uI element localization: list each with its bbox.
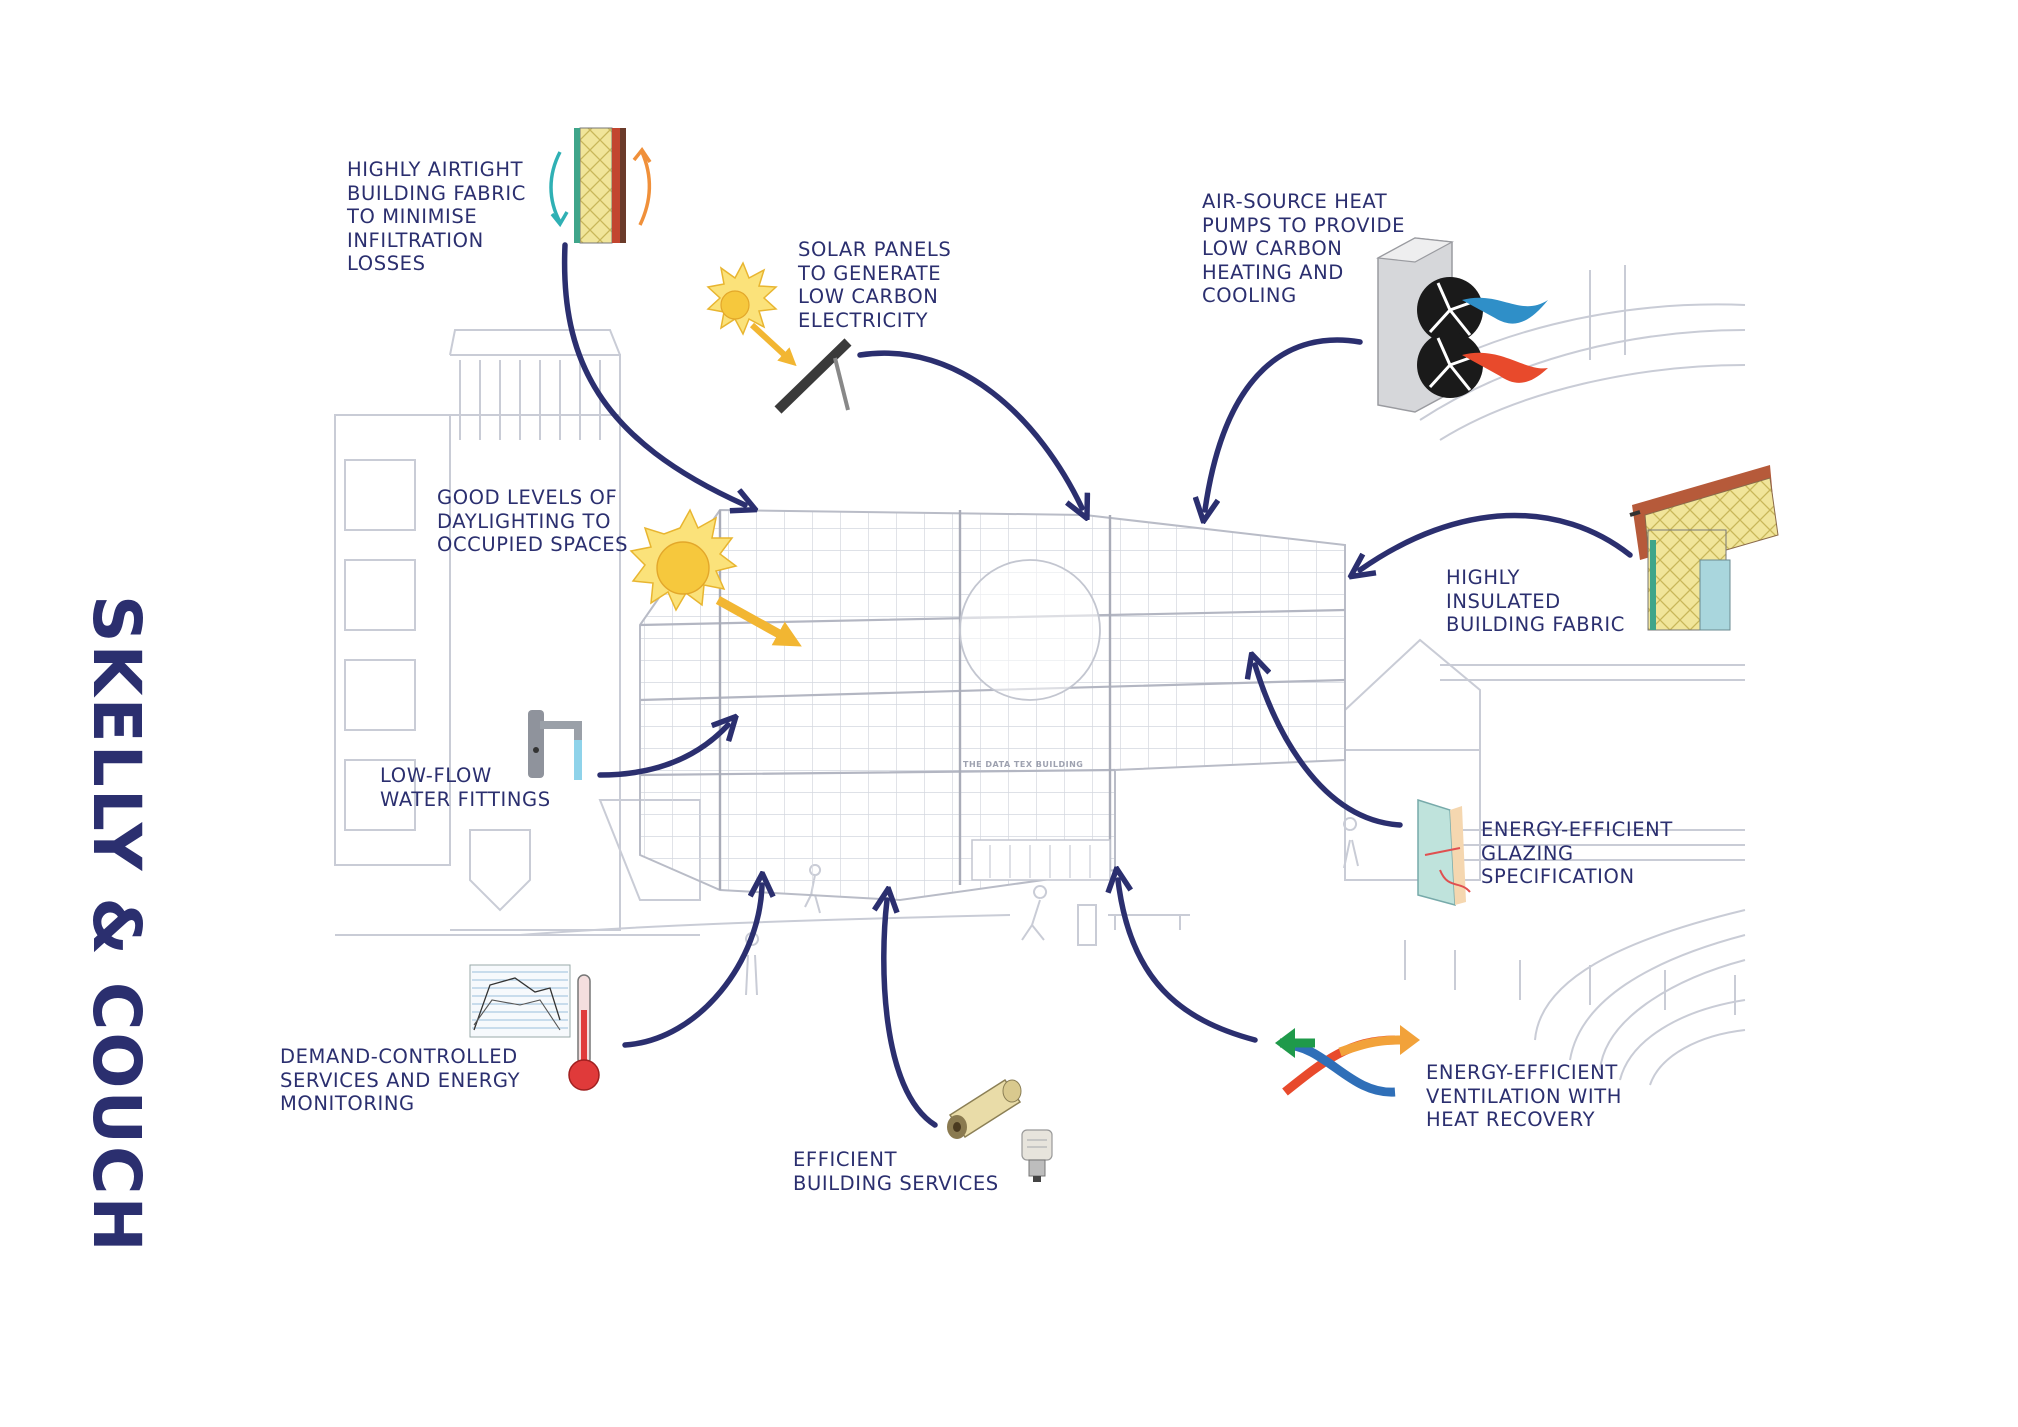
label-line: HEAT RECOVERY bbox=[1426, 1108, 1596, 1131]
label-line: HIGHLY AIRTIGHT bbox=[347, 158, 524, 181]
airtight-wall-icon bbox=[549, 127, 652, 244]
label-line: ELECTRICITY bbox=[798, 308, 929, 332]
label-building-services: EFFICIENT BUILDING SERVICES bbox=[793, 1148, 999, 1195]
label-line: AIR-SOURCE HEAT bbox=[1202, 190, 1388, 213]
label-line: PUMPS TO PROVIDE bbox=[1202, 213, 1405, 237]
arrow-solar bbox=[857, 350, 1082, 508]
label-airtight-fabric: HIGHLY AIRTIGHT BUILDING FABRIC TO MINIM… bbox=[347, 158, 526, 276]
label-line: GOOD LEVELS OF bbox=[437, 486, 618, 509]
heat-recovery-icon bbox=[1280, 1035, 1401, 1097]
label-line: BUILDING FABRIC bbox=[1446, 613, 1625, 636]
label-demand-controlled: DEMAND-CONTROLLED SERVICES AND ENERGY MO… bbox=[280, 1045, 520, 1116]
label-line: ENERGY-EFFICIENT bbox=[1426, 1061, 1618, 1084]
label-line: BUILDING SERVICES bbox=[793, 1171, 999, 1195]
label-heat-pumps: AIR-SOURCE HEAT PUMPS TO PROVIDE LOW CAR… bbox=[1202, 190, 1405, 308]
thermometer-icon bbox=[568, 974, 600, 1091]
arrow-demand bbox=[622, 885, 762, 1048]
heat-pump-icon bbox=[1376, 237, 1548, 413]
label-line: WATER FITTINGS bbox=[380, 787, 551, 811]
label-line: BUILDING FABRIC bbox=[347, 181, 526, 205]
label-line: SOLAR PANELS bbox=[798, 238, 952, 261]
label-line: OCCUPIED SPACES bbox=[437, 533, 629, 556]
label-solar-panels: SOLAR PANELS TO GENERATE LOW CARBON ELEC… bbox=[798, 238, 951, 332]
brand-title: SKELLY & COUCH bbox=[78, 595, 155, 1254]
heat-recovery-orange-arrowhead bbox=[1400, 1025, 1420, 1055]
arrow-glazing bbox=[1255, 665, 1403, 828]
label-line: INFILTRATION bbox=[347, 228, 484, 252]
daylight-sun-icon bbox=[629, 508, 738, 612]
label-line: LOSSES bbox=[347, 252, 426, 275]
daylight-ray-arrow bbox=[715, 596, 802, 647]
insulated-roof-icon bbox=[1629, 465, 1779, 631]
glazing-icon bbox=[1417, 798, 1471, 906]
label-line: TO GENERATE bbox=[798, 261, 942, 285]
label-line: SERVICES AND ENERGY bbox=[280, 1068, 521, 1092]
label-line: LOW CARBON bbox=[1202, 237, 1343, 260]
label-line: DEMAND-CONTROLLED bbox=[280, 1045, 518, 1068]
label-line: GLAZING bbox=[1481, 841, 1574, 865]
solar-ray-arrow bbox=[749, 322, 797, 367]
arrow-airtight bbox=[561, 242, 745, 505]
solar-sun-icon bbox=[706, 261, 778, 336]
label-line: HEATING AND bbox=[1202, 260, 1344, 284]
label-line: INSULATED bbox=[1446, 589, 1561, 613]
label-line: MONITORING bbox=[280, 1092, 415, 1115]
arrow-ventilation bbox=[1118, 880, 1258, 1043]
label-daylighting: GOOD LEVELS OF DAYLIGHTING TO OCCUPIED S… bbox=[437, 486, 628, 557]
solar-panel-icon bbox=[774, 338, 852, 414]
label-line: HIGHLY bbox=[1446, 566, 1520, 589]
label-line: COOLING bbox=[1202, 284, 1297, 307]
label-line: DAYLIGHTING TO bbox=[437, 509, 612, 533]
label-line: EFFICIENT bbox=[793, 1148, 898, 1171]
label-insulated-fabric: HIGHLY INSULATED BUILDING FABRIC bbox=[1446, 566, 1625, 637]
insulated-pipe-icon bbox=[947, 1078, 1022, 1139]
label-line: VENTILATION WITH bbox=[1426, 1084, 1623, 1108]
water-tap-icon bbox=[528, 710, 582, 780]
light-bulb-icon bbox=[1021, 1129, 1053, 1182]
arrow-services bbox=[884, 900, 938, 1128]
building-sign: THE DATA TEX BUILDING bbox=[963, 760, 1083, 769]
arrow-heat-pumps bbox=[1205, 337, 1363, 510]
arrow-insulated bbox=[1360, 512, 1633, 570]
label-line: ENERGY-EFFICIENT bbox=[1481, 818, 1673, 841]
label-glazing: ENERGY-EFFICIENT GLAZING SPECIFICATION bbox=[1481, 818, 1673, 889]
street-sketch bbox=[334, 265, 1746, 1086]
label-line: SPECIFICATION bbox=[1481, 865, 1635, 888]
energy-chart-icon bbox=[469, 964, 571, 1038]
label-water-fittings: LOW-FLOW WATER FITTINGS bbox=[380, 764, 551, 811]
label-line: TO MINIMISE bbox=[347, 205, 478, 228]
central-building: THE DATA TEX BUILDING bbox=[639, 508, 1346, 902]
label-ventilation: ENERGY-EFFICIENT VENTILATION WITH HEAT R… bbox=[1426, 1061, 1622, 1132]
label-line: LOW CARBON bbox=[798, 285, 939, 308]
label-line: LOW-FLOW bbox=[380, 764, 492, 787]
heat-recovery-green-arrowhead bbox=[1275, 1028, 1295, 1058]
arrow-water bbox=[597, 725, 728, 778]
